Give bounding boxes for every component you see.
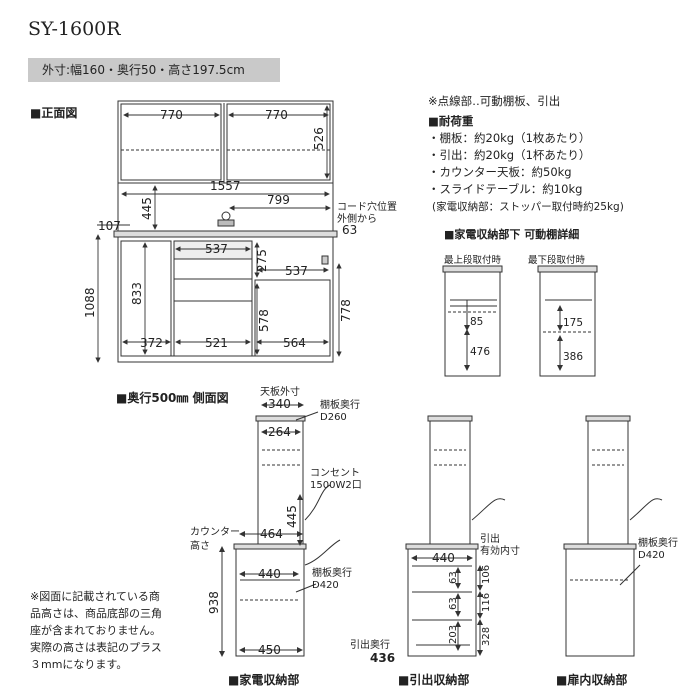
dim-526: 526 (312, 127, 326, 150)
dim-464: 464 (260, 527, 283, 541)
door-caption: ■扉内収納部 (556, 672, 627, 687)
bottom-mount-label: 最下段取付時 (528, 255, 586, 266)
cord-hole-label: コード穴位置 (337, 200, 397, 213)
dimensions-banner: 外寸:幅160・奥行50・高さ197.5cm (28, 58, 280, 82)
drawer-caption: ■引出収納部 (398, 672, 469, 687)
detail-labels: 85 476 175 386 (470, 316, 583, 363)
door-shelf-depth-label: 棚板奥行 (638, 536, 678, 549)
footnote-line: 座が含まれておりません。 (30, 624, 162, 637)
dim-770-right: 770 (265, 108, 288, 122)
dim-328: 328 (481, 627, 492, 646)
dim-107: 107 (98, 219, 121, 233)
footnote-line: ※図面に記載されている商 (30, 590, 160, 603)
drawer-inner-label-2: 有効内寸 (480, 544, 520, 557)
detail-top-mount (442, 265, 503, 377)
dim-63: 63 (342, 223, 357, 237)
load-title: ■耐荷重 (428, 114, 474, 128)
drawer-view-labels: 440 引出 有効内寸 63 63 203 106 116 328 引出奥行 4… (350, 532, 520, 687)
dim-450: 450 (258, 643, 281, 657)
appliance-detail-title: ■家電収納部下 可動棚詳細 (444, 228, 580, 241)
shelf-depth-label: 棚板奥行 (320, 398, 360, 411)
detail-85: 85 (470, 316, 483, 328)
counter-label: カウンター (190, 526, 240, 538)
footnote-line: 実際の高さは表記のプラス (30, 641, 162, 654)
dim-1088: 1088 (83, 287, 97, 318)
front-view-labels: 770 770 526 1557 445 799 107 537 275 537… (83, 108, 397, 350)
dim-833: 833 (130, 282, 144, 305)
shelf-depth-d420: D420 (312, 580, 339, 591)
footnote-line: ３mmになります。 (30, 658, 128, 671)
side-view-drawer (405, 415, 506, 657)
dim-537-a: 537 (205, 242, 228, 256)
dim-521: 521 (205, 336, 228, 350)
door-shelf-depth-d420: D420 (638, 550, 665, 561)
drawer-inner-label: 引出 (480, 532, 500, 545)
front-cabinet (113, 100, 338, 363)
dim-778: 778 (339, 299, 353, 322)
dim-440-side: 440 (258, 567, 281, 581)
dim-440-drawer: 440 (432, 551, 455, 565)
side-view-labels: 天板外寸 340 棚板奥行 D260 264 コンセント 1500W2口 445… (190, 385, 362, 687)
dim-938: 938 (207, 591, 221, 614)
dim-564: 564 (283, 336, 306, 350)
front-view-title: ■正面図 (30, 106, 78, 120)
dim-799: 799 (267, 193, 290, 207)
drawer-depth-label: 引出奥行 (350, 638, 390, 651)
top-outer-label: 天板外寸 (260, 385, 300, 398)
dim-445: 445 (140, 197, 154, 220)
dim-275: 275 (255, 249, 269, 272)
detail-175: 175 (563, 317, 583, 329)
outlet-spec: 1500W2口 (310, 480, 362, 491)
shelf-depth-label-2: 棚板奥行 (312, 566, 352, 579)
load-item: ・スライドテーブル：約10kg (428, 182, 583, 196)
side-view-title: ■奥行500㎜ 側面図 (116, 391, 229, 405)
dim-1557: 1557 (210, 179, 241, 193)
top-mount-label: 最上段取付時 (444, 255, 502, 266)
counter-height: 高さ (190, 539, 210, 552)
outlet-label: コンセント (310, 467, 360, 479)
shelf-depth-d260: D260 (320, 412, 347, 423)
appliance-caption: ■家電収納部 (228, 672, 299, 687)
dim-264: 264 (268, 425, 291, 439)
dim-436: 436 (370, 651, 395, 665)
load-item: ・カウンター天板：約50kg (428, 165, 572, 179)
dim-770-left: 770 (160, 108, 183, 122)
detail-386: 386 (563, 351, 583, 363)
dim-63-b: 63 (448, 597, 459, 610)
footnote-line: 品高さは、商品底部の三角 (30, 607, 162, 620)
dim-340: 340 (268, 397, 291, 411)
model-title: SY-1600R (28, 18, 121, 40)
dim-203: 203 (448, 625, 459, 644)
side-view-door (563, 415, 663, 657)
load-item: ・引出：約20kg（1杯あたり） (428, 148, 591, 162)
dim-578: 578 (257, 309, 271, 332)
detail-bottom-mount (537, 265, 598, 377)
dim-106: 106 (481, 565, 492, 584)
load-item: ・棚板：約20kg（1枚あたり） (428, 131, 591, 145)
footnote: ※図面に記載されている商 品高さは、商品底部の三角 座が含まれておりません。 実… (30, 588, 162, 673)
dim-445-side: 445 (285, 505, 299, 528)
front-dim-lines (95, 105, 342, 363)
stopper-note: (家電収納部：ストッパー取付時約25kg) (432, 201, 624, 213)
door-view-labels: 棚板奥行 D420 ■扉内収納部 (556, 536, 678, 687)
cord-hole-label-2: 外側から (337, 212, 377, 225)
dotted-note: ※点線部‥可動棚板、引出 (428, 94, 561, 108)
dim-372: 372 (140, 336, 163, 350)
detail-476: 476 (470, 346, 490, 358)
dim-63-a: 63 (448, 571, 459, 584)
dim-537-b: 537 (285, 264, 308, 278)
side-view-appliance (219, 402, 341, 657)
dim-116: 116 (481, 593, 492, 612)
